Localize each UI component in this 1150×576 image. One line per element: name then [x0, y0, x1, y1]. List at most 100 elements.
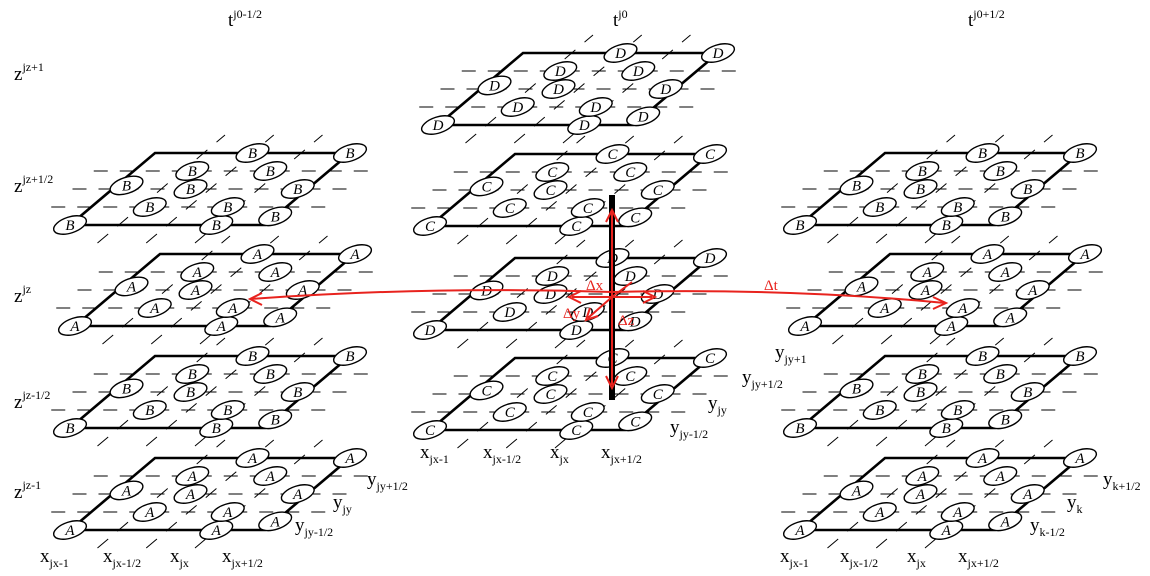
node-letter: B: [271, 209, 280, 225]
grid-node: D: [603, 43, 638, 63]
node-letter: A: [977, 451, 988, 467]
node-letter: D: [503, 305, 515, 321]
grid-node: C: [570, 198, 605, 218]
node-ellipse: [420, 115, 456, 135]
grid-node: C: [613, 162, 648, 182]
grid-node: A: [983, 466, 1018, 486]
node-letter: B: [953, 200, 962, 216]
grid-node: D: [541, 79, 576, 99]
grid-node: C: [618, 411, 653, 432]
grid-node: C: [559, 420, 594, 440]
node-letter: A: [1074, 451, 1085, 467]
svg-text:xjx-1/2: xjx-1/2: [483, 442, 521, 466]
grid-node: A: [940, 502, 975, 522]
grid-node: A: [114, 276, 149, 297]
node-ellipse: [132, 197, 167, 217]
dy-label: Δy: [563, 306, 581, 322]
node-ellipse: [280, 484, 315, 504]
time-label-left: tj0-1/2: [228, 7, 262, 31]
node-letter: C: [547, 369, 558, 385]
node-ellipse: [533, 284, 568, 304]
node-letter: C: [571, 423, 582, 439]
node-letter: C: [630, 210, 641, 226]
node-ellipse: [613, 162, 648, 182]
grid-node: B: [132, 197, 167, 217]
node-ellipse: [839, 378, 874, 399]
grid-node: C: [692, 144, 728, 164]
dx-label: Δx: [586, 278, 604, 294]
node-ellipse: [204, 316, 239, 336]
node-letter: A: [957, 301, 968, 317]
node-letter: B: [875, 403, 884, 419]
grid-node: B: [903, 179, 938, 199]
node-ellipse: [934, 316, 969, 336]
node-ellipse: [492, 302, 527, 322]
grid-node: D: [648, 79, 683, 99]
node-letter: B: [223, 200, 232, 216]
node-ellipse: [782, 418, 818, 438]
grid-node: B: [210, 400, 245, 420]
node-letter: B: [266, 367, 275, 383]
svg-text:yjy-1/2: yjy-1/2: [295, 515, 333, 539]
grid-node: B: [173, 382, 208, 402]
grid-node: B: [109, 175, 144, 196]
node-ellipse: [648, 79, 683, 99]
dx-arrowhead-right: [642, 290, 658, 304]
node-ellipse: [280, 382, 315, 402]
node-letter: D: [511, 100, 523, 116]
grid-node: A: [1067, 244, 1103, 264]
node-ellipse: [280, 179, 315, 199]
node-letter: B: [852, 381, 861, 397]
node-letter: C: [425, 219, 436, 235]
node-ellipse: [570, 198, 605, 218]
node-letter: B: [248, 146, 257, 162]
node-letter: A: [211, 523, 222, 539]
grid-node: D: [420, 115, 456, 135]
node-ellipse: [1062, 448, 1098, 468]
dz-arrowhead-up: [605, 207, 619, 223]
svg-text:yjy+1/2: yjy+1/2: [742, 367, 783, 391]
node-letter: B: [916, 182, 925, 198]
node-ellipse: [258, 409, 293, 430]
node-letter: B: [916, 385, 925, 401]
node-letter: D: [637, 109, 649, 125]
node-letter: A: [270, 514, 281, 530]
node-letter: A: [1079, 247, 1090, 263]
grid-node: B: [1062, 346, 1098, 366]
node-letter: A: [915, 487, 926, 503]
node-letter: D: [659, 82, 671, 98]
node-ellipse: [332, 448, 368, 468]
node-letter: A: [941, 523, 952, 539]
svg-text:yjy: yjy: [708, 393, 727, 417]
node-letter: D: [632, 64, 644, 80]
node-letter: D: [544, 287, 556, 303]
grid-node: B: [929, 418, 964, 438]
node-letter: D: [614, 46, 626, 62]
node-ellipse: [910, 262, 945, 282]
node-ellipse: [988, 511, 1023, 532]
svg-text:xjx-1: xjx-1: [780, 546, 809, 570]
node-letter: D: [488, 78, 500, 94]
node-letter: A: [344, 451, 355, 467]
grid-node: B: [1062, 143, 1098, 163]
grid-node: B: [862, 400, 897, 420]
node-ellipse: [175, 364, 210, 384]
grid-node: D: [578, 97, 613, 117]
node-ellipse: [929, 215, 964, 235]
grid-node: A: [910, 262, 945, 282]
grid-node: D: [700, 43, 736, 63]
grid-node: A: [280, 484, 315, 504]
grid-node: B: [258, 206, 293, 227]
node-ellipse: [993, 307, 1028, 328]
node-ellipse: [477, 75, 512, 96]
node-ellipse: [983, 364, 1018, 384]
svg-text:yk: yk: [1067, 492, 1083, 516]
node-ellipse: [492, 402, 527, 422]
node-letter: D: [546, 269, 558, 285]
grid-node: D: [626, 106, 661, 127]
grid-node: A: [1015, 280, 1050, 300]
